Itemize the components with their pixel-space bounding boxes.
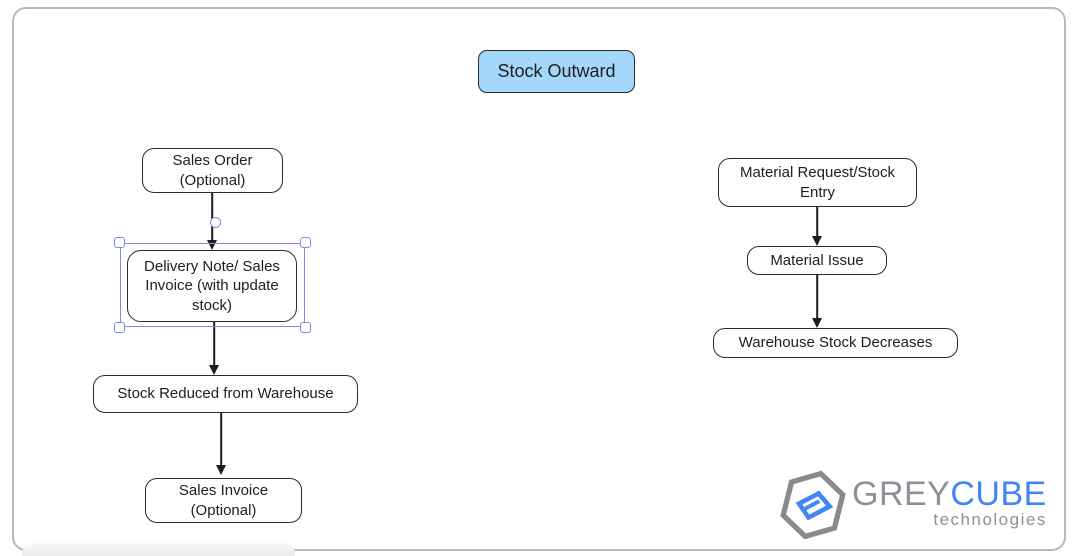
logo-name-grey: GREY (852, 475, 951, 513)
greycube-logo-text: GREYCUBE technologies (852, 476, 1047, 529)
logo-tagline: technologies (933, 510, 1047, 529)
flow-arrow-issue-to-warehouse-decrease[interactable] (811, 275, 823, 328)
selection-handle-ne[interactable] (300, 237, 311, 248)
node-material-request[interactable]: Material Request/Stock Entry (718, 158, 917, 207)
flow-arrow-delivery-to-stock-reduced[interactable] (208, 322, 220, 375)
arrow-shaft (816, 207, 818, 238)
arrow-head-icon (216, 465, 226, 475)
selection-handle-se[interactable] (300, 322, 311, 333)
flow-arrow-stock-reduced-to-sales-invoice[interactable] (215, 413, 227, 475)
arrow-head-icon (207, 240, 217, 250)
greycube-hexagon-icon (780, 470, 846, 540)
logo-name-blue: CUBE (950, 475, 1047, 513)
arrow-shaft (816, 275, 818, 320)
selection-handle-sw[interactable] (114, 322, 125, 333)
logo-name: GREYCUBE (852, 476, 1047, 512)
arrow-head-icon (209, 365, 219, 375)
selection-handle-nw[interactable] (114, 237, 125, 248)
arrow-head-icon (812, 236, 822, 246)
bottom-cutoff-panel (22, 541, 295, 556)
arrow-shaft (213, 322, 215, 367)
arrow-shaft (220, 413, 222, 467)
connector-midpoint-handle[interactable] (210, 217, 221, 228)
node-delivery-note[interactable]: Delivery Note/ Sales Invoice (with updat… (127, 250, 297, 322)
node-stock-outward-title[interactable]: Stock Outward (478, 50, 635, 93)
node-stock-reduced[interactable]: Stock Reduced from Warehouse (93, 375, 358, 413)
arrow-head-icon (812, 318, 822, 328)
node-warehouse-decrease[interactable]: Warehouse Stock Decreases (713, 328, 958, 358)
greycube-logo: GREYCUBE technologies (780, 468, 1047, 542)
selection-box[interactable] (114, 237, 311, 333)
node-sales-order[interactable]: Sales Order (Optional) (142, 148, 283, 193)
flow-arrow-material-request-to-issue[interactable] (811, 207, 823, 246)
node-material-issue[interactable]: Material Issue (747, 246, 887, 275)
node-sales-invoice[interactable]: Sales Invoice (Optional) (145, 478, 302, 523)
